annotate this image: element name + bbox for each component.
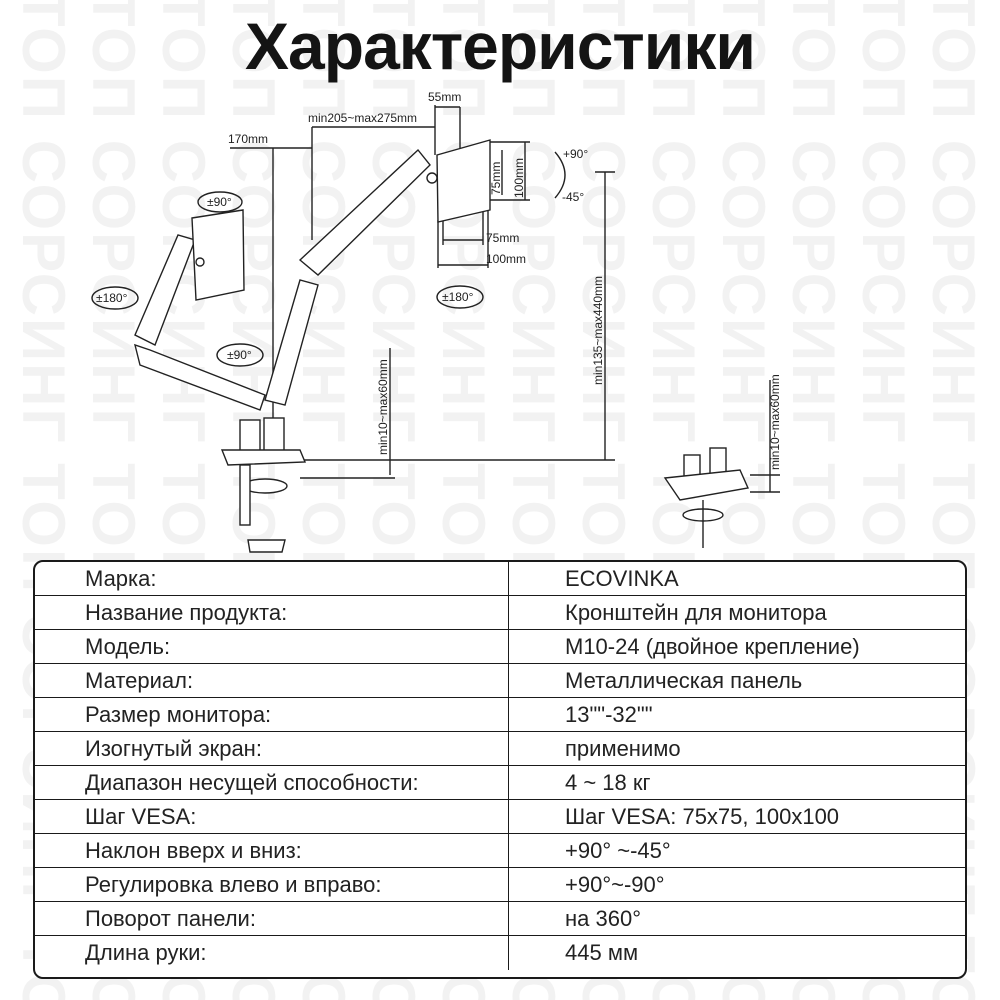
- inset-clamp: [663, 447, 750, 548]
- svg-text:170mm: 170mm: [228, 132, 268, 146]
- spec-label: Длина руки:: [35, 936, 509, 970]
- left-arm: [134, 209, 266, 411]
- spec-value: 445 мм: [565, 940, 639, 965]
- monitor-arm-diagram: 170mm min205~max275mm 55mm 75mm 100mm 75…: [0, 80, 1000, 560]
- spec-value: +90° ~-45°: [565, 838, 671, 863]
- spec-label: Шаг VESA:: [35, 800, 509, 833]
- spec-value: применимо: [565, 736, 681, 761]
- spec-value: 13""-32"": [565, 702, 653, 727]
- table-row: Изогнутый экран: применимо: [35, 732, 965, 766]
- spec-label: Материал:: [35, 664, 509, 697]
- spec-label: Регулировка влево и вправо:: [35, 868, 509, 901]
- svg-text:±180°: ±180°: [442, 290, 474, 304]
- svg-text:75mm: 75mm: [489, 162, 503, 195]
- table-row: Наклон вверх и вниз: +90° ~-45°: [35, 834, 965, 868]
- svg-text:min135~max440mm: min135~max440mm: [591, 276, 605, 385]
- dimension-lines: [230, 105, 780, 493]
- rotation-icon: [436, 285, 484, 309]
- spec-table: Марка: ECOVINKA Название продукта: Кронш…: [33, 560, 967, 979]
- svg-text:75mm: 75mm: [486, 231, 519, 245]
- spec-value: Шаг VESA: 75x75, 100x100: [565, 804, 840, 829]
- spec-value: на 360°: [565, 906, 642, 931]
- svg-text:-45°: -45°: [562, 190, 584, 204]
- spec-label: Размер монитора:: [35, 698, 509, 731]
- table-row: Поворот панели: на 360°: [35, 902, 965, 936]
- svg-text:±90°: ±90°: [207, 195, 232, 209]
- table-row: Диапазон несущей способности: 4 ~ 18 кг: [35, 766, 965, 800]
- table-row: Марка: ECOVINKA: [35, 562, 965, 596]
- svg-text:+90°: +90°: [563, 147, 588, 161]
- spec-value: M10-24 (двойное крепление): [565, 634, 860, 659]
- table-row: Регулировка влево и вправо: +90°~-90°: [35, 868, 965, 902]
- desk-clamp: [220, 417, 307, 553]
- table-row: Шаг VESA: Шаг VESA: 75x75, 100x100: [35, 800, 965, 834]
- svg-text:min10~max60mm: min10~max60mm: [376, 359, 390, 455]
- table-row: Размер монитора: 13""-32"": [35, 698, 965, 732]
- rotation-icon: [216, 343, 264, 367]
- table-row: Модель: M10-24 (двойное крепление): [35, 630, 965, 664]
- svg-text:55mm: 55mm: [428, 90, 461, 104]
- spec-label: Наклон вверх и вниз:: [35, 834, 509, 867]
- spec-value: ECOVINKA: [565, 566, 679, 591]
- spec-value: Кронштейн для монитора: [565, 600, 827, 625]
- table-row: Название продукта: Кронштейн для монитор…: [35, 596, 965, 630]
- spec-value: +90°~-90°: [565, 872, 665, 897]
- table-row: Материал: Металлическая панель: [35, 664, 965, 698]
- spec-label: Поворот панели:: [35, 902, 509, 935]
- spec-value: Металлическая панель: [565, 668, 803, 693]
- spec-label: Название продукта:: [35, 596, 509, 629]
- spec-label: Диапазон несущей способности:: [35, 766, 509, 799]
- right-arm: [264, 139, 491, 406]
- rotation-icon: [91, 286, 139, 310]
- spec-label: Изогнутый экран:: [35, 732, 509, 765]
- spec-label: Модель:: [35, 630, 509, 663]
- rotation-icon: [197, 191, 243, 213]
- svg-text:min205~max275mm: min205~max275mm: [308, 111, 417, 125]
- svg-text:min10~max60mm: min10~max60mm: [768, 374, 782, 470]
- page-title: Характеристики: [245, 9, 756, 83]
- svg-text:±90°: ±90°: [227, 348, 252, 362]
- spec-label: Марка:: [35, 562, 509, 595]
- tilt-arrow-icon: [554, 151, 566, 199]
- dimension-labels: 170mm min205~max275mm 55mm 75mm 100mm 75…: [96, 90, 782, 470]
- spec-value: 4 ~ 18 кг: [565, 770, 651, 795]
- svg-text:100mm: 100mm: [512, 158, 526, 198]
- svg-text:100mm: 100mm: [486, 252, 526, 266]
- svg-text:±180°: ±180°: [96, 291, 128, 305]
- table-row: Длина руки: 445 мм: [35, 936, 965, 970]
